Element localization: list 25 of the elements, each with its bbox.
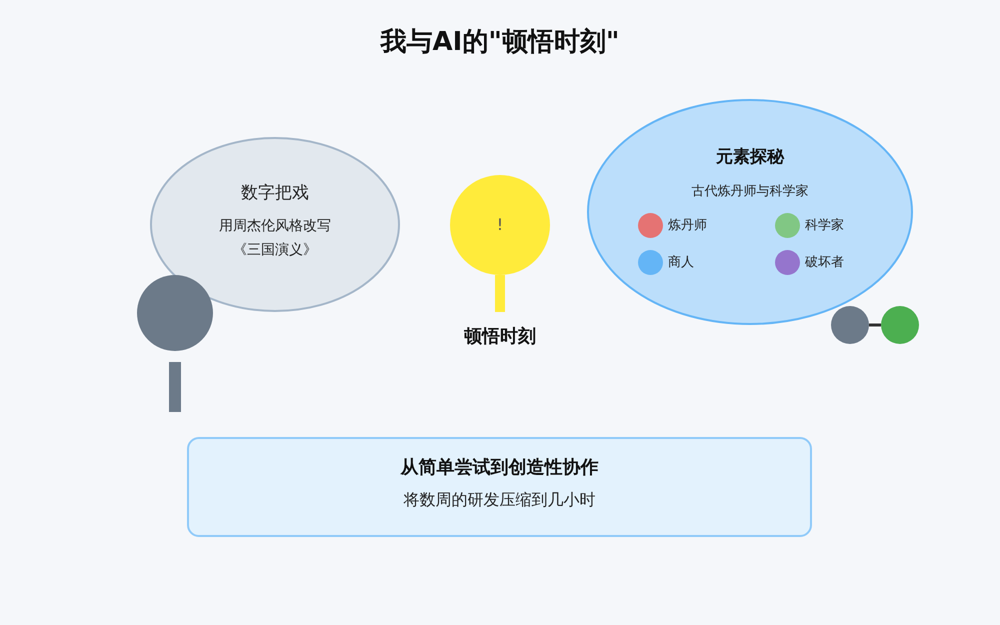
exclamation-mark: ! bbox=[496, 215, 504, 235]
bubble-text: 用周杰伦风格改写《三国演义》 bbox=[218, 217, 332, 260]
summary-text: 将数周的研发压缩到几小时 bbox=[404, 489, 596, 511]
round-sign bbox=[450, 175, 550, 275]
panel-heading: 元素探秘 bbox=[716, 146, 784, 168]
dot-icon bbox=[774, 250, 800, 274]
sign-caption: 顿悟时刻 bbox=[464, 325, 536, 349]
summary-panel bbox=[187, 437, 812, 537]
role-label: 破坏者 bbox=[805, 254, 844, 272]
role-label: 炼丹师 bbox=[668, 217, 707, 235]
circle-icon bbox=[881, 306, 919, 344]
role-label: 商人 bbox=[668, 254, 694, 272]
dot-icon bbox=[638, 212, 662, 238]
dot-icon bbox=[638, 250, 662, 274]
dot-icon bbox=[774, 212, 800, 238]
panel-subtitle: 古代炼丹师与科学家 bbox=[692, 183, 808, 201]
bubble-heading: 数字把戏 bbox=[241, 182, 309, 204]
diagram-title: 我与AI的"顿悟时刻" bbox=[380, 26, 620, 59]
role-label: 科学家 bbox=[805, 217, 844, 235]
person-figure bbox=[137, 275, 213, 412]
speech-bubble bbox=[150, 137, 400, 312]
connector-line bbox=[869, 324, 881, 326]
topic-bubble bbox=[587, 99, 913, 325]
summary-heading: 从简单尝试到创造性协作 bbox=[400, 456, 598, 480]
circle-icon bbox=[831, 306, 869, 344]
